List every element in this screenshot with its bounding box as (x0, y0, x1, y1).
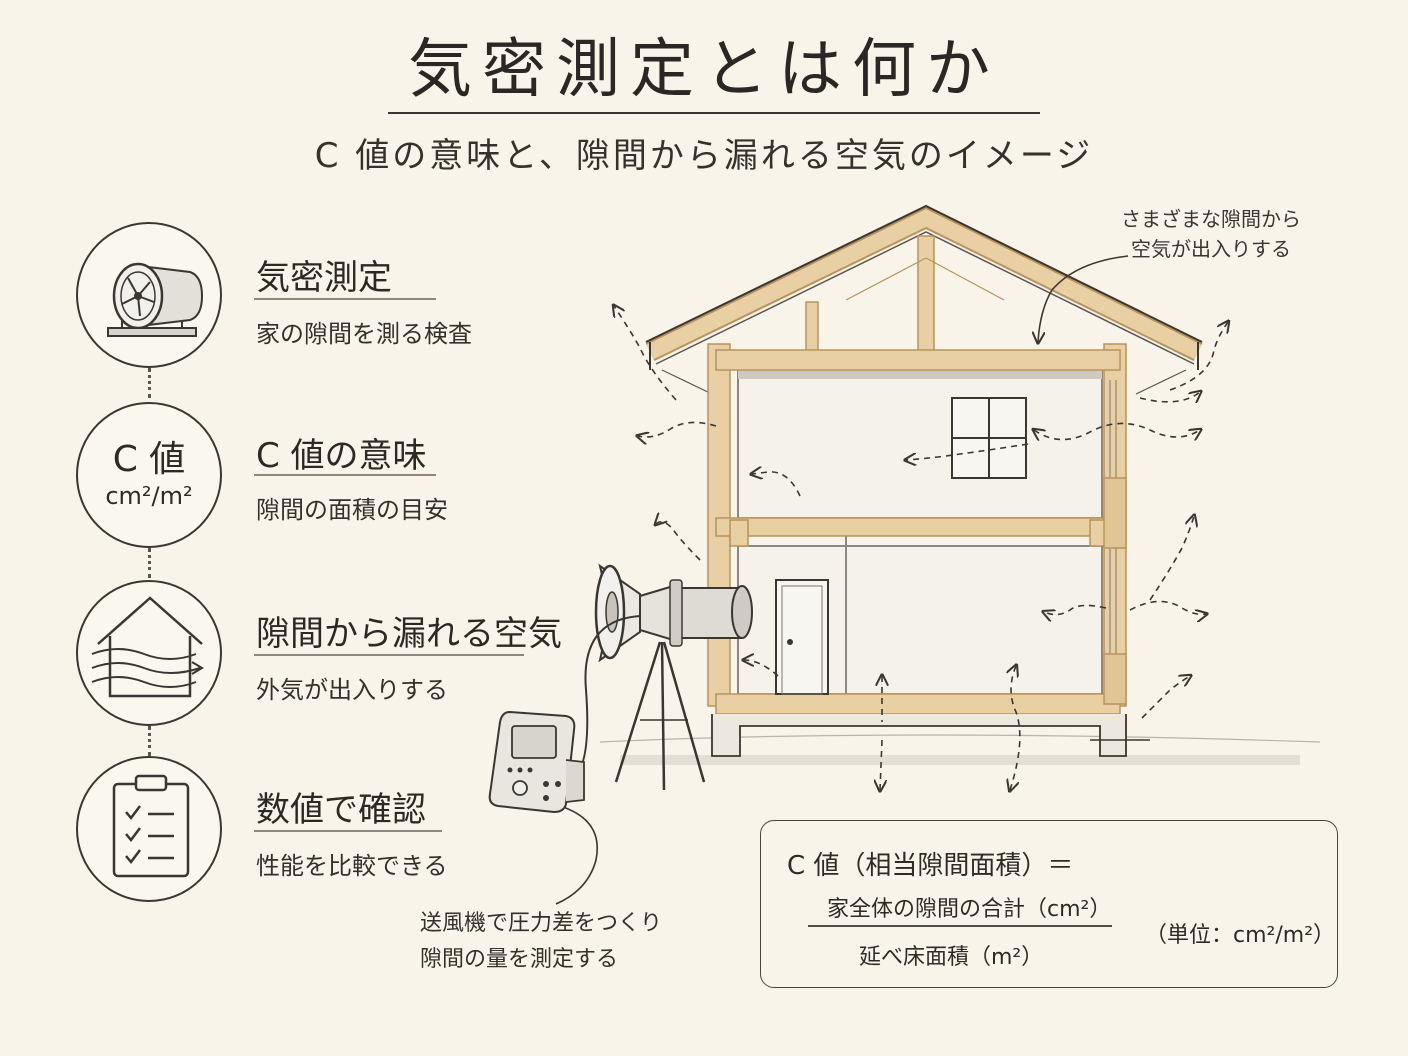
leak-annotation: さまざまな隙間から 空気が出入りする (1106, 204, 1316, 264)
c-value-icon-label: C 値 (112, 439, 186, 480)
item-title-c-value: C 値の意味 (256, 436, 427, 476)
formula-numerator: 家全体の隙間の合計（cm²） (827, 897, 1112, 922)
item-subtitle: 性能を比較できる (256, 852, 448, 880)
blower-annotation: 送風機で圧力差をつくり 隙間の量を測定する (420, 906, 662, 978)
item-icon-circle (76, 222, 222, 368)
blower-annotation-line1: 送風機で圧力差をつくり (420, 911, 663, 936)
connector-dots (148, 548, 151, 578)
page-title: 気密測定とは何か (408, 33, 1000, 107)
c-value-icon-unit: cm²/m² (105, 482, 193, 510)
item-subtitle: 外気が出入りする (256, 676, 448, 704)
item-icon-circle (76, 756, 222, 902)
blower-fan-icon (107, 262, 204, 337)
formula-denominator: 延べ床面積（m²） (859, 945, 1044, 970)
title-underline (388, 112, 1040, 114)
leak-annotation-line2: 空気が出入りする (1131, 237, 1291, 261)
item-title-check-numbers: 数値で確認 (256, 790, 426, 830)
item-icon-circle (76, 580, 222, 726)
item-title-air-leak: 隙間から漏れる空気 (256, 614, 562, 654)
item-underline (254, 830, 442, 832)
connector-dots (148, 368, 151, 398)
formula-lhs: C 値（相当隙間面積）＝ (787, 851, 1074, 881)
formula-box: C 値（相当隙間面積）＝ 家全体の隙間の合計（cm²） 延べ床面積（m²） （単… (760, 820, 1338, 988)
formula-unit: （単位：cm²/m²） (1145, 923, 1336, 948)
item-underline (254, 474, 436, 476)
connector-dots (148, 726, 151, 756)
page-subtitle: C 値の意味と、隙間から漏れる空気のイメージ (314, 136, 1094, 176)
item-underline (254, 654, 524, 656)
blower-annotation-line2: 隙間の量を測定する (420, 947, 619, 972)
item-icon-circle: C 値 cm²/m² (76, 402, 222, 548)
item-underline (254, 298, 436, 300)
item-subtitle: 家の隙間を測る検査 (256, 320, 472, 348)
clipboard-checklist-icon (112, 774, 190, 878)
leak-annotation-line1: さまざまな隙間から (1121, 207, 1301, 231)
item-title-airtightness: 気密測定 (256, 258, 392, 298)
house-airflow-icon (91, 596, 204, 698)
item-subtitle: 隙間の面積の目安 (256, 496, 448, 524)
